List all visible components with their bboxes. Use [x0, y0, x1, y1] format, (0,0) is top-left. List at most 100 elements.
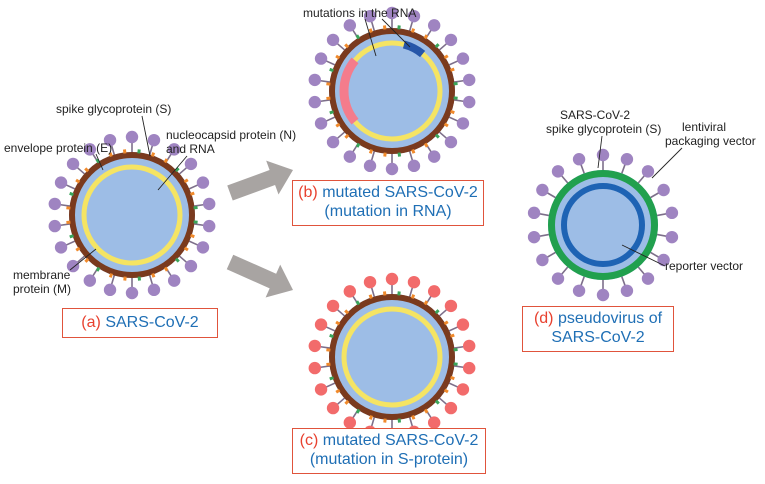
membrane-protein: [183, 178, 189, 184]
spike-head: [463, 339, 476, 353]
spike-stalk: [319, 364, 332, 369]
spike-head: [167, 143, 181, 156]
spike-head: [343, 19, 357, 32]
membrane-protein: [137, 149, 141, 154]
label-mutations-in-rna: mutations in the RNA: [303, 6, 417, 20]
spike-stalk: [546, 191, 558, 200]
membrane-protein: [411, 414, 416, 420]
membrane-protein: [423, 142, 429, 148]
membrane-protein: [150, 152, 156, 157]
rna-mutation-red: [339, 57, 359, 125]
label-membrane-line1: membrane: [13, 268, 71, 282]
spike-head: [196, 241, 210, 254]
membrane-protein: [95, 158, 101, 164]
membrane-protein: [151, 272, 156, 278]
membrane-protein: [189, 191, 195, 196]
membrane-protein: [383, 418, 387, 423]
label-d-spike-line1: SARS-CoV-2: [560, 108, 631, 122]
spike-stalk: [437, 308, 448, 318]
spike-head: [203, 219, 216, 233]
spike-head: [572, 153, 586, 166]
spike-head: [203, 197, 216, 211]
spike-head: [363, 275, 377, 289]
spike-stalk: [452, 79, 465, 84]
membrane-protein: [443, 388, 449, 394]
nucleocapsid-ring: [341, 306, 443, 408]
spike-head: [641, 272, 655, 285]
spike-head: [385, 162, 399, 176]
membrane-protein: [411, 148, 416, 154]
lentiviral-envelope-ring: [548, 170, 658, 280]
leader-lines: [69, 18, 683, 271]
caption-d-line1: pseudovirus of: [557, 310, 663, 327]
membrane-protein: [174, 257, 180, 263]
leader-mutation-blue: [381, 18, 411, 48]
leader-envelope: [95, 153, 104, 171]
membrane-protein: [449, 333, 455, 338]
virion-body: [329, 294, 455, 420]
spike-stalk: [560, 265, 570, 276]
membrane-protein: [84, 257, 90, 263]
spike-stalk: [452, 98, 465, 103]
spike-head: [657, 183, 670, 197]
leader-nucleocapsid: [157, 155, 188, 191]
membrane-protein: [84, 167, 90, 173]
spike-stalk: [325, 381, 337, 389]
label-envelope-protein: envelope protein (E): [4, 141, 113, 155]
membrane-protein: [329, 333, 334, 339]
spike-stalk: [580, 274, 586, 287]
spike-head: [308, 339, 321, 353]
virus-c-mutated-spike: [308, 272, 476, 442]
arrow-to-b: [227, 160, 293, 201]
membrane-protein: [329, 110, 335, 115]
spike-head: [456, 383, 470, 396]
membrane-protein: [434, 399, 440, 405]
label-spike-glycoprotein: spike glycoprotein (S): [56, 102, 172, 116]
spike-stalk: [325, 325, 337, 333]
spike-head: [527, 206, 541, 220]
caption-c-tag: (c): [299, 432, 319, 449]
arrow-to-c: [226, 254, 293, 298]
spike-stalk: [336, 42, 347, 52]
spike-stalk: [437, 396, 448, 406]
spike-head: [167, 274, 181, 287]
leader-membrane: [69, 248, 97, 271]
caption-d-tag: (d): [533, 310, 554, 327]
membrane-protein: [397, 25, 401, 30]
spike-head: [463, 73, 476, 87]
label-lentiviral-line1: lentiviral: [682, 120, 727, 134]
membrane-protein: [434, 309, 440, 315]
membrane-protein: [183, 246, 189, 252]
label-lentiviral-line2: packaging vector: [665, 134, 756, 148]
spike-head: [444, 135, 458, 149]
spike-head: [427, 285, 441, 298]
virus-b-mutated-rna: [308, 6, 476, 176]
spike-head: [308, 73, 321, 87]
spike-stalk: [336, 130, 347, 140]
spike-head: [314, 383, 328, 396]
membrane-protein: [329, 376, 335, 381]
spike-stalk: [447, 325, 459, 333]
label-nucleocapsid-line2: and RNA: [166, 142, 215, 156]
membrane-protein: [449, 67, 455, 72]
membrane-protein: [397, 418, 402, 423]
membrane-protein: [326, 82, 331, 86]
spike-stalk: [325, 59, 337, 67]
spike-stalk: [636, 174, 646, 185]
spike-head: [363, 9, 377, 23]
membrane-protein: [329, 67, 334, 73]
spike-head: [463, 95, 476, 109]
spike-head: [314, 117, 328, 130]
membrane-protein: [326, 96, 331, 101]
membrane-protein: [443, 320, 449, 326]
spike-head: [665, 206, 679, 220]
label-reporter-vector: reporter vector: [665, 259, 744, 273]
membrane-protein: [368, 28, 373, 34]
virus-a-sars-cov-2: [48, 130, 216, 300]
membrane-protein: [344, 309, 350, 315]
spike-head: [463, 361, 476, 375]
spike-head: [196, 176, 210, 189]
envelope-ring: [329, 294, 455, 420]
membrane-protein: [163, 158, 169, 164]
